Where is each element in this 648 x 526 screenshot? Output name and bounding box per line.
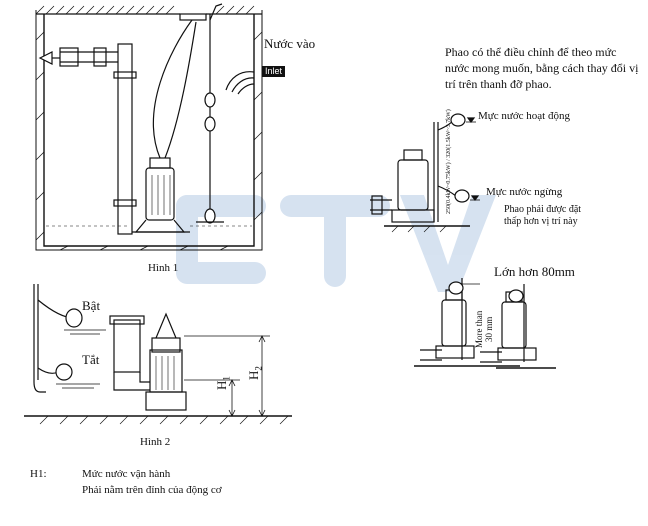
float-adjust-description: Phao có thể điều chỉnh để theo mức nước … (445, 45, 639, 91)
more-than-value: 30 mm (484, 316, 494, 342)
start-level-label: Mực nước hoạt động (478, 110, 570, 122)
figure-1-caption: Hình 1 (148, 262, 179, 274)
float-off-label: Tắt (82, 352, 100, 367)
stop-level-label: Mực nước ngừng (486, 186, 563, 198)
larger-than-80mm-label: Lớn hơn 80mm (494, 264, 575, 279)
float-on-label: Bật (82, 298, 101, 313)
float-note-line2: thấp hơn vị trí này (504, 216, 578, 227)
power-rating-text: 250(0.4kW~0.75kW) / 320(1.5kW~3.7kW) (446, 109, 452, 214)
footer-term: H1: (30, 468, 47, 480)
inlet-label: Nước vào (264, 36, 316, 51)
footer-line2: Phải nằm trên đỉnh của động cơ (82, 484, 222, 496)
more-than-label: More than (474, 310, 484, 348)
footer-line1: Mức nước vận hành (82, 468, 171, 480)
float-note-line1: Phao phải được đặt (504, 204, 582, 215)
figure-2-caption: Hình 2 (140, 436, 171, 448)
inlet-tag: Inlet (262, 66, 286, 77)
